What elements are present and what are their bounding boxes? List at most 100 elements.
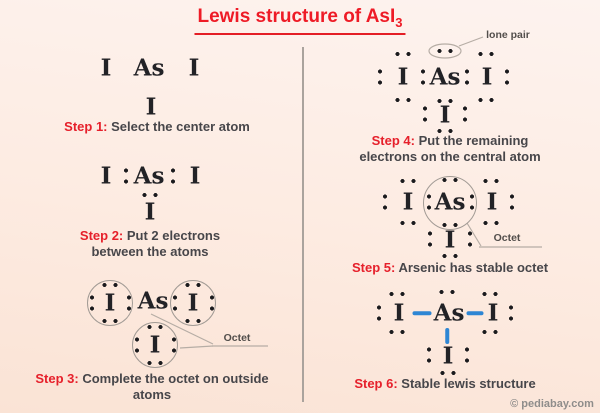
title-text: Lewis structure of AsI <box>197 6 396 27</box>
electron-pair <box>210 295 214 311</box>
step-4-text: Put the remaining electrons on the centr… <box>359 133 541 165</box>
electron-pair <box>102 319 118 323</box>
electron-pair <box>383 194 387 210</box>
electron-pair <box>510 194 514 210</box>
electron-pair <box>437 129 453 133</box>
atom-i: I <box>442 342 454 370</box>
electron-pair <box>428 231 432 247</box>
atom-i: I <box>100 54 112 82</box>
electron-pair <box>442 178 458 182</box>
bond <box>412 311 432 315</box>
column-divider <box>302 47 304 402</box>
step-5-label: Step 5: <box>351 260 396 275</box>
electron-pair <box>465 69 469 85</box>
octet-label: Octet <box>223 331 251 344</box>
electron-pair <box>90 295 94 311</box>
atom-i: I <box>144 198 156 226</box>
electron-pair <box>127 295 131 311</box>
electron-pair <box>437 99 453 103</box>
atom-i: I <box>486 188 498 216</box>
step-1-text: Select the center atom <box>111 119 250 134</box>
atom-i: I <box>439 101 451 129</box>
electron-pair <box>483 221 499 225</box>
step-6-label: Step 6: <box>354 376 398 391</box>
electron-pair <box>427 347 431 363</box>
electron-pair <box>378 69 382 85</box>
atom-i: I <box>187 289 199 317</box>
watermark: © pediabay.com <box>510 398 594 410</box>
electron-pair <box>185 283 201 287</box>
electron-pair <box>442 254 458 258</box>
electron-pair <box>395 52 411 56</box>
step-5-text: Arsenic has stable octet <box>398 260 549 275</box>
lone-pair-electrons <box>437 49 453 53</box>
electron-pair <box>147 325 163 329</box>
atom-as: As <box>433 299 465 327</box>
electron-pair <box>478 98 494 102</box>
page-title: Lewis structure of AsI3 <box>194 6 406 36</box>
step-5-caption: Step 5: Arsenic has stable octet <box>352 260 548 276</box>
step-4-caption: Step 4: Put the remaining electrons on t… <box>359 133 540 166</box>
electron-pair <box>423 106 427 122</box>
lone-pair-label: lone pair <box>486 28 530 41</box>
step-3-caption: Step 3: Complete the octet on outside at… <box>35 371 268 404</box>
step-2-caption: Step 2: Put 2 electrons between the atom… <box>80 228 220 261</box>
electron-pair <box>389 330 405 334</box>
electron-pair <box>172 337 176 353</box>
atom-i: I <box>393 299 405 327</box>
electron-pair <box>463 106 467 122</box>
atom-i: I <box>397 63 409 91</box>
electron-pair <box>171 168 175 184</box>
atom-as: As <box>137 287 169 315</box>
octet-circle <box>170 280 216 326</box>
bond <box>466 311 484 315</box>
electron-pair <box>442 223 458 227</box>
step-2-label: Step 2: <box>79 228 124 243</box>
electron-pair <box>505 69 509 85</box>
step-6-text: Stable lewis structure <box>401 376 536 391</box>
atom-as: As <box>133 162 165 190</box>
electron-pair <box>465 347 469 363</box>
step-1-label: Step 1: <box>64 119 108 134</box>
step-1-caption: Step 1: Select the center atom <box>64 119 250 135</box>
atom-i: I <box>145 93 157 121</box>
electron-pair <box>377 305 381 321</box>
octet-circle <box>132 322 178 368</box>
electron-pair <box>102 283 118 287</box>
atom-i: I <box>402 188 414 216</box>
electron-pair <box>400 179 416 183</box>
electron-pair <box>439 290 455 294</box>
electron-pair <box>468 231 472 247</box>
title-subscript: 3 <box>395 14 403 30</box>
electron-pair <box>185 319 201 323</box>
atom-i: I <box>487 299 499 327</box>
electron-pair <box>483 179 499 183</box>
electron-pair <box>482 292 498 296</box>
atom-as: As <box>434 188 466 216</box>
electron-pair <box>427 194 431 210</box>
step-3-label: Step 3: <box>35 371 79 386</box>
electron-pair <box>395 98 411 102</box>
bond <box>445 328 449 344</box>
atom-i: I <box>149 331 161 359</box>
step-6-caption: Step 6: Stable lewis structure <box>354 376 535 392</box>
atom-i: I <box>104 289 116 317</box>
atom-i: I <box>100 162 112 190</box>
electron-pair <box>124 168 128 184</box>
atom-as: As <box>429 63 461 91</box>
electron-pair <box>147 361 163 365</box>
atom-as: As <box>133 54 165 82</box>
step-3-text: Complete the octet on outside atoms <box>82 371 269 403</box>
electron-pair <box>440 371 456 375</box>
octet-circle <box>87 280 133 326</box>
electron-pair <box>509 305 513 321</box>
atom-i: I <box>188 54 200 82</box>
electron-pair <box>478 52 494 56</box>
electron-pair <box>173 295 177 311</box>
lone-pair-ellipse <box>428 43 462 59</box>
step-2-text: Put 2 electrons between the atoms <box>91 228 221 260</box>
step-4-label: Step 4: <box>371 133 415 148</box>
atom-i: I <box>189 162 201 190</box>
